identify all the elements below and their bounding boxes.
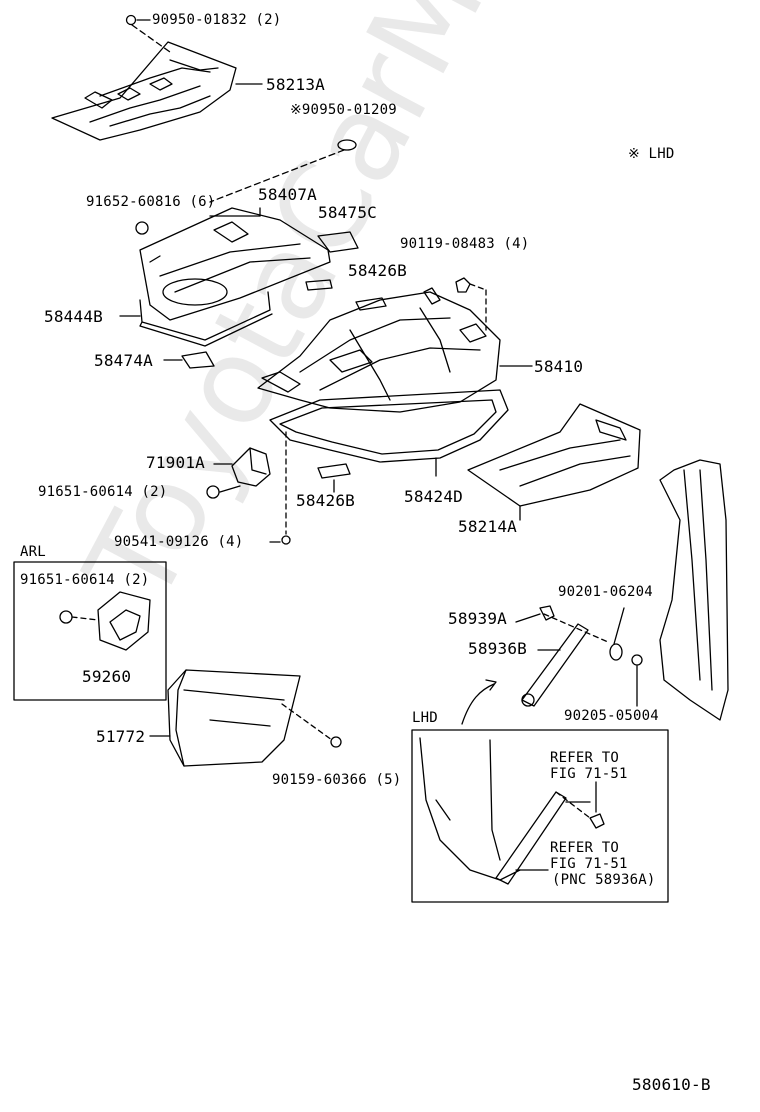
arrow-icon [461, 683, 495, 725]
diagram-code: 580610-B [632, 1075, 711, 1094]
label-90159-60366: 90159-60366 (5) [272, 772, 402, 788]
part-58474A-bracket [181, 351, 215, 369]
inset-stay [495, 791, 567, 885]
label-71901A: 71901A [146, 453, 205, 472]
refer2-line2: FIG 71-51 [550, 856, 628, 872]
label-58424D: 58424D [404, 487, 463, 506]
refer1-line1: REFER TO [550, 750, 620, 766]
nut-90541-09126-icon [281, 535, 291, 545]
label-58213A: 58213A [266, 75, 325, 94]
clip-91652-60816-icon [135, 221, 149, 235]
inset-arl-title: ARL [20, 544, 46, 560]
clip-90950-01832-icon [125, 14, 137, 26]
bolt-90159-60366-icon [330, 736, 342, 748]
label-91652-60816: 91652-60816 (6) [86, 194, 216, 210]
bolt-90119-08483-icon [455, 277, 471, 293]
label-arl-91651-60614: 91651-60614 (2) [20, 572, 150, 588]
nut-90205-05004-icon [631, 654, 643, 666]
inset-bolt-icon [589, 813, 605, 829]
label-90205-05004: 90205-05004 [564, 708, 659, 724]
label-58407A: 58407A [258, 185, 317, 204]
refer2-line1: REFER TO [550, 840, 620, 856]
label-51772: 51772 [96, 727, 146, 746]
part-58426B-pad-bottom [317, 463, 351, 479]
label-58936B: 58936B [468, 639, 527, 658]
part-59260-bracket [97, 591, 151, 651]
bolt-58939A-icon [539, 605, 555, 621]
label-90950-01209: ※90950-01209 [290, 102, 397, 118]
label-58939A: 58939A [448, 609, 507, 628]
part-58936B-stay [515, 613, 609, 707]
label-59260: 59260 [82, 667, 132, 686]
refer2-line3: (PNC 58936A) [552, 872, 656, 888]
label-90119-08483: 90119-08483 (4) [400, 236, 530, 252]
label-58444B: 58444B [44, 307, 103, 326]
part-58444B-rail [119, 291, 273, 347]
inset-arl-box [13, 561, 167, 701]
label-91651-60614: 91651-60614 (2) [38, 484, 168, 500]
label-90201-06204: 90201-06204 [558, 584, 653, 600]
clip-91651-60614-icon [206, 485, 220, 499]
right-pillar [659, 459, 729, 721]
note-lhd: ※ LHD [628, 146, 675, 162]
label-58474A: 58474A [94, 351, 153, 370]
part-58213A-panel [51, 41, 237, 141]
label-90950-01832: 90950-01832 (2) [152, 12, 282, 28]
part-51772-step [149, 669, 333, 767]
part-58475C-bracket [317, 231, 359, 253]
part-58214A-panel [467, 403, 641, 521]
part-58410-floor-pan [257, 287, 533, 413]
label-58475C: 58475C [318, 203, 377, 222]
clip-91651-60614-arl-icon [59, 610, 73, 624]
part-58424D-rail [269, 389, 509, 477]
label-90541-09126: 90541-09126 (4) [114, 534, 244, 550]
inset-lhd-title: LHD [412, 710, 438, 726]
inset-lhd-box [411, 729, 669, 903]
washer-90201-06204-icon [609, 643, 623, 661]
label-58426B-bottom: 58426B [296, 491, 355, 510]
label-58214A: 58214A [458, 517, 517, 536]
part-58426B-pad-top [355, 297, 387, 311]
plug-90950-01209-icon [337, 139, 357, 151]
label-58426B-top: 58426B [348, 261, 407, 280]
part-71901A-bracket [213, 447, 271, 487]
part-58407A-frame [139, 207, 331, 321]
refer1-line2: FIG 71-51 [550, 766, 628, 782]
label-58410: 58410 [534, 357, 584, 376]
